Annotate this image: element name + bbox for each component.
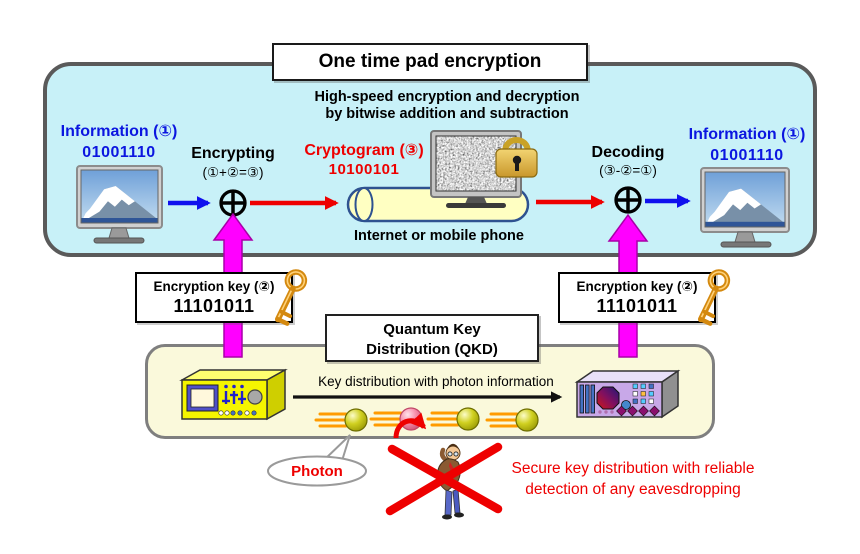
security-note: Secure key distribution with reliable de…	[477, 458, 789, 500]
qkd-transmitter-icon	[179, 368, 288, 421]
security-note-line2: detection of any eavesdropping	[525, 481, 741, 498]
key-icon-left	[274, 269, 308, 326]
info-right-value: 01001110	[710, 147, 784, 164]
decoding-formula: (③-②=①)	[599, 163, 657, 178]
photon-speech-bubble	[267, 434, 367, 487]
otp-subtitle-line1: High-speed encryption and decryption	[314, 89, 580, 105]
encryption-key-box-right: Encryption key (②) 11101011	[558, 269, 731, 326]
channel-label: Internet or mobile phone	[354, 228, 524, 244]
encryption-key-value-left: 11101011	[173, 296, 255, 316]
qkd-title-line1: Quantum Key	[383, 321, 481, 338]
info-left-value: 01001110	[82, 144, 156, 161]
photon-icon-1	[314, 408, 368, 432]
encryption-key-box-left: Encryption key (②) 11101011	[135, 269, 308, 326]
xor-icon-left	[219, 189, 247, 217]
qkd-title-line2: Distribution (QKD)	[366, 341, 498, 358]
encrypting-formula: (①+②=③)	[202, 165, 264, 180]
photon-icon-3	[485, 408, 539, 432]
encrypting-label: Encrypting	[191, 145, 275, 162]
cryptogram-value: 10100101	[328, 161, 400, 178]
photon-icon-2	[426, 407, 480, 431]
qkd-title-box: Quantum Key Distribution (QKD)	[325, 314, 539, 362]
monitor-icon-right	[700, 167, 790, 248]
otp-title: One time pad encryption	[318, 51, 542, 72]
encryption-key-label-left: Encryption key (②)	[153, 279, 275, 294]
key-distribution-label: Key distribution with photon information	[318, 374, 554, 389]
encryption-key-value-right: 11101011	[596, 296, 678, 316]
otp-subtitle: High-speed encryption and decryption by …	[287, 89, 607, 122]
info-left-label: Information (①)	[60, 123, 178, 140]
monitor-icon-left	[76, 165, 163, 244]
red-cross-icon	[385, 442, 503, 516]
otp-title-box: One time pad encryption	[272, 43, 588, 81]
info-right-label: Information (①)	[688, 126, 806, 143]
padlock-icon	[495, 137, 538, 178]
otp-subtitle-line2: by bitwise addition and subtraction	[325, 105, 569, 122]
xor-icon-right	[614, 186, 642, 214]
security-note-line1: Secure key distribution with reliable	[511, 460, 755, 477]
photon-label: Photon	[291, 463, 343, 480]
cryptogram-label: Cryptogram (③)	[304, 142, 424, 159]
key-icon-right	[697, 269, 731, 326]
intercept-arrow	[393, 412, 427, 439]
qkd-receiver-icon	[574, 369, 681, 419]
decoding-label: Decoding	[591, 144, 665, 161]
encryption-key-label-right: Encryption key (②)	[576, 279, 698, 294]
